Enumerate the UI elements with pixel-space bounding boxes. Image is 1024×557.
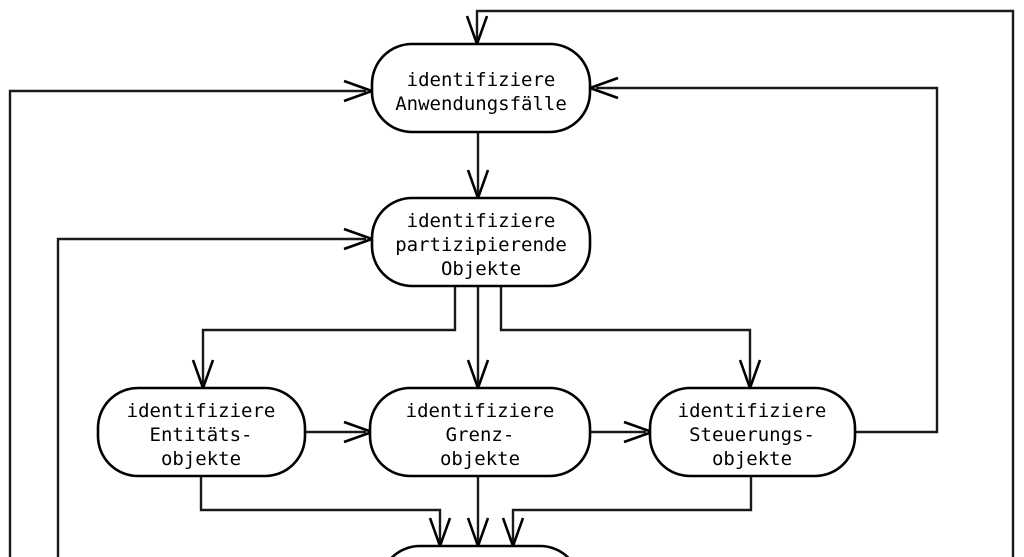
node-partizipierende-objekte-line2: partizipierende <box>395 234 567 256</box>
node-partizipierende-objekte-line1: identifiziere <box>407 210 556 232</box>
node-anwendungsfaelle[interactable]: identifiziere Anwendungsfälle <box>370 42 592 134</box>
node-layer: identifiziere Anwendungsfälle identifizi… <box>96 42 857 557</box>
node-steuerungsobjekte-line3: objekte <box>712 448 792 470</box>
edge-anwendungsfaelle-to-partizipierende <box>466 132 490 202</box>
node-entitaetsobjekte-line2: Entitäts- <box>150 424 253 446</box>
edge-steuerungs-to-bottom <box>501 476 753 550</box>
edge-partizipierende-to-steuerungs <box>499 286 762 392</box>
node-anwendungsfaelle-line1: identifiziere <box>407 69 556 91</box>
edge-layer <box>8 9 1015 557</box>
edge-left-rail-into-anwendungsfaelle <box>8 79 376 557</box>
edge-partizipierende-to-entitaets <box>191 286 457 392</box>
node-steuerungsobjekte-line1: identifiziere <box>678 400 827 422</box>
node-grenzobjekte-line2: Grenz- <box>446 424 515 446</box>
node-entitaetsobjekte-line1: identifiziere <box>127 400 276 422</box>
edge-grenz-to-steuerungs <box>590 420 656 444</box>
node-entitaetsobjekte-line3: objekte <box>161 448 241 470</box>
node-anwendungsfaelle-line2: Anwendungsfälle <box>395 93 567 115</box>
edge-steuerungs-to-anwendungsfaelle <box>586 76 939 434</box>
edge-grenz-to-bottom <box>466 476 490 550</box>
node-entitaetsobjekte[interactable]: identifiziere Entitäts- objekte <box>96 386 307 478</box>
node-grenzobjekte-line3: objekte <box>440 448 520 470</box>
node-grenzobjekte-line1: identifiziere <box>406 400 555 422</box>
edge-entitaets-to-grenz <box>305 420 376 444</box>
node-steuerungsobjekte[interactable]: identifiziere Steuerungs- objekte <box>648 386 857 478</box>
node-grenzobjekte[interactable]: identifiziere Grenz- objekte <box>368 386 592 478</box>
node-partizipierende-objekte[interactable]: identifiziere partizipierende Objekte <box>370 196 592 288</box>
node-bottom-partial[interactable] <box>380 544 580 557</box>
edge-partizipierende-to-grenz <box>466 286 490 392</box>
node-partizipierende-objekte-line3: Objekte <box>441 258 521 280</box>
edge-entitaets-to-bottom <box>199 476 452 550</box>
node-steuerungsobjekte-line2: Steuerungs- <box>689 424 815 446</box>
